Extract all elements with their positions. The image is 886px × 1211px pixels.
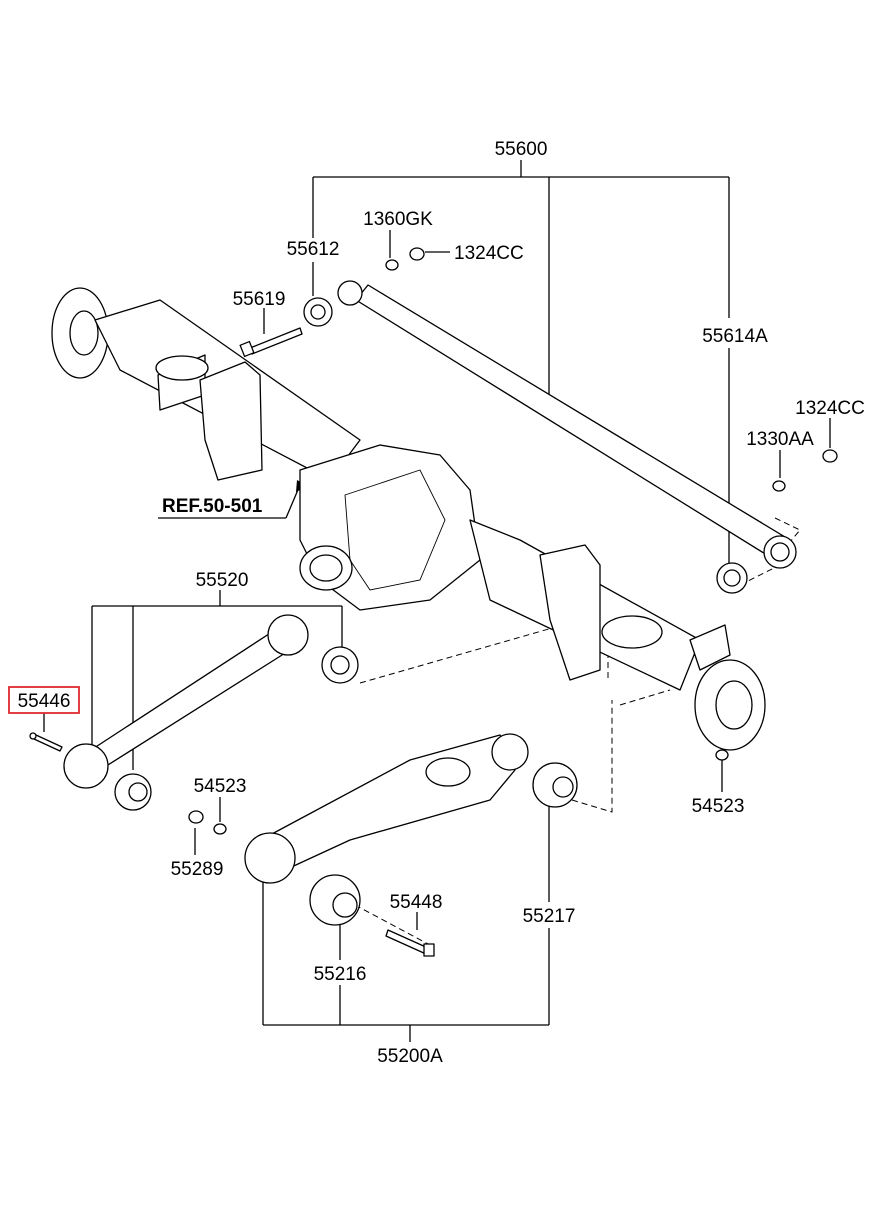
label-55619[interactable]: 55619 (233, 289, 286, 310)
reference-label[interactable]: REF.50-501 (162, 496, 263, 517)
label-54523-right[interactable]: 54523 (692, 796, 745, 817)
label-55612[interactable]: 55612 (287, 239, 340, 260)
lower-link-55520 (29, 614, 359, 811)
label-55217[interactable]: 55217 (523, 906, 576, 927)
label-1360GK[interactable]: 1360GK (363, 209, 433, 230)
label-1324CC-right[interactable]: 1324CC (795, 398, 865, 419)
label-55216[interactable]: 55216 (314, 964, 367, 985)
label-54523-left[interactable]: 54523 (194, 776, 247, 797)
label-55448[interactable]: 55448 (390, 892, 443, 913)
label-55289[interactable]: 55289 (171, 859, 224, 880)
label-1330AA[interactable]: 1330AA (746, 429, 814, 450)
label-55520[interactable]: 55520 (196, 570, 249, 591)
part-labels: 55600 1360GK 55612 1324CC 55619 55614A 1… (18, 139, 865, 1067)
label-1324CC-top[interactable]: 1324CC (454, 243, 524, 264)
label-55200A[interactable]: 55200A (377, 1046, 443, 1067)
leader-lines (43, 160, 831, 1042)
upper-link-55600 (239, 247, 838, 594)
axle-housing (51, 287, 766, 751)
label-55600[interactable]: 55600 (495, 139, 548, 160)
lower-control-arm-55200A (188, 733, 729, 957)
label-55446[interactable]: 55446 (18, 691, 71, 712)
label-55614A[interactable]: 55614A (702, 326, 768, 347)
highlight-box (8, 686, 80, 714)
